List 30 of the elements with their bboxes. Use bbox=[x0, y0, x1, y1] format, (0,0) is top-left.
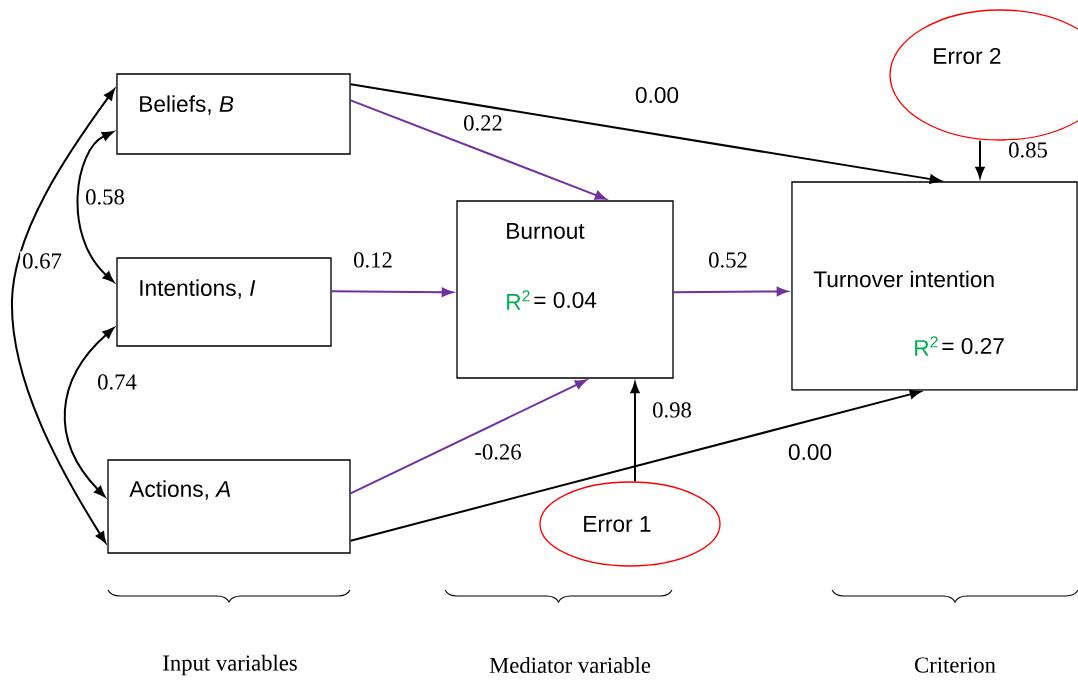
edge-label: 0.22 bbox=[461, 113, 505, 133]
variable-box: Intentions, I bbox=[116, 257, 332, 347]
group-label: Mediator variable bbox=[489, 657, 651, 673]
arrow bbox=[672, 286, 789, 297]
variable-box: Beliefs, B bbox=[116, 73, 351, 155]
variable-box: Burnout R$^{2}$ = 0.04 bbox=[456, 200, 674, 379]
group-label: Criterion bbox=[915, 657, 996, 673]
arrow bbox=[975, 139, 985, 179]
edge-label: 0.00 bbox=[785, 442, 835, 463]
arrow bbox=[349, 83, 942, 184]
arrow bbox=[630, 381, 640, 483]
edge-label: -0.26 bbox=[472, 442, 524, 462]
arrow bbox=[76, 131, 115, 283]
variable-box: Turnover intention R$^{2}$ = 0.27 bbox=[791, 181, 1078, 391]
edge-label: 0.52 bbox=[706, 250, 750, 270]
edge-label: 0.74 bbox=[95, 372, 139, 392]
edge-label: 0.67 bbox=[20, 251, 64, 271]
arrow bbox=[349, 99, 607, 200]
variable-box: Actions, A bbox=[107, 459, 351, 554]
arrow bbox=[63, 327, 115, 498]
edge-label: 0.00 bbox=[632, 85, 682, 106]
arrow bbox=[11, 88, 115, 544]
edge-label: 0.98 bbox=[650, 400, 694, 420]
arrow bbox=[349, 389, 922, 542]
arrow bbox=[349, 379, 587, 495]
edge-label: 0.58 bbox=[83, 187, 127, 207]
edge-label: 0.85 bbox=[1006, 140, 1050, 160]
group-label: Input variables bbox=[163, 654, 297, 676]
arrow bbox=[330, 287, 454, 297]
edge-label: 0.12 bbox=[351, 250, 395, 270]
